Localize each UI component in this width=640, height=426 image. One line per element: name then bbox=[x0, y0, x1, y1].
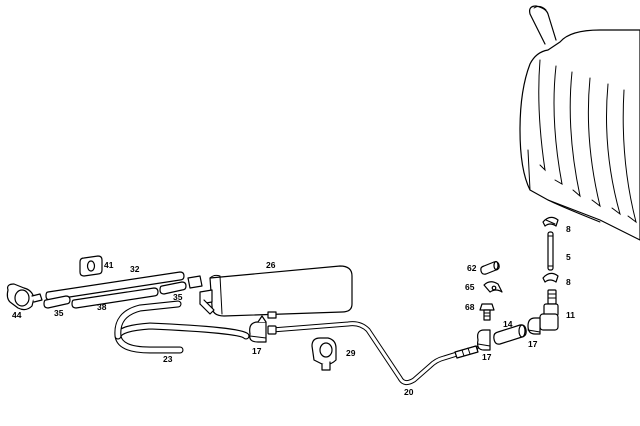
callout-17-right: 17 bbox=[528, 339, 538, 349]
callout-29: 29 bbox=[346, 348, 356, 358]
vent-pipe bbox=[267, 321, 479, 386]
middle-hose-clamp bbox=[477, 329, 491, 351]
callout-26: 26 bbox=[266, 260, 276, 270]
charcoal-canister bbox=[199, 265, 353, 319]
callout-35-right: 35 bbox=[173, 292, 183, 302]
callout-17-middle: 17 bbox=[482, 352, 492, 362]
connector-44 bbox=[6, 283, 43, 311]
check-valve bbox=[539, 289, 559, 331]
callout-17-left: 17 bbox=[252, 346, 262, 356]
left-hose-clamp bbox=[249, 315, 267, 343]
callout-41: 41 bbox=[104, 260, 114, 270]
bracket-29 bbox=[311, 337, 337, 371]
callout-23: 23 bbox=[163, 354, 173, 364]
callout-14: 14 bbox=[503, 319, 513, 329]
clip-65 bbox=[483, 281, 503, 293]
short-hose-14 bbox=[493, 324, 527, 345]
callout-32: 32 bbox=[130, 264, 140, 274]
vertical-hose bbox=[547, 231, 554, 271]
callout-65: 65 bbox=[465, 282, 475, 292]
callout-68: 68 bbox=[465, 302, 475, 312]
screw-68 bbox=[479, 303, 495, 321]
right-hose-clamp bbox=[527, 317, 541, 335]
callout-62: 62 bbox=[467, 263, 477, 273]
hose-38 bbox=[71, 287, 159, 309]
callout-8-upper: 8 bbox=[566, 224, 571, 234]
hose-connector-upper bbox=[187, 275, 203, 289]
callout-20: 20 bbox=[404, 387, 414, 397]
callout-11: 11 bbox=[566, 310, 575, 320]
callout-35-left: 35 bbox=[54, 308, 64, 318]
lower-hose-clamp bbox=[542, 272, 559, 283]
u-loop-hose-23 bbox=[114, 300, 250, 354]
short-hose-35-left bbox=[43, 295, 71, 309]
grommet-41 bbox=[79, 255, 103, 277]
callout-5: 5 bbox=[566, 252, 571, 262]
callout-8-lower: 8 bbox=[566, 277, 571, 287]
hose-32 bbox=[45, 271, 185, 301]
hose-connector-62 bbox=[480, 260, 500, 275]
callout-38: 38 bbox=[97, 302, 107, 312]
fuel-tank bbox=[519, 5, 640, 241]
short-hose-35-right bbox=[159, 281, 187, 295]
callout-44: 44 bbox=[12, 310, 22, 320]
upper-hose-clamp bbox=[542, 216, 559, 227]
